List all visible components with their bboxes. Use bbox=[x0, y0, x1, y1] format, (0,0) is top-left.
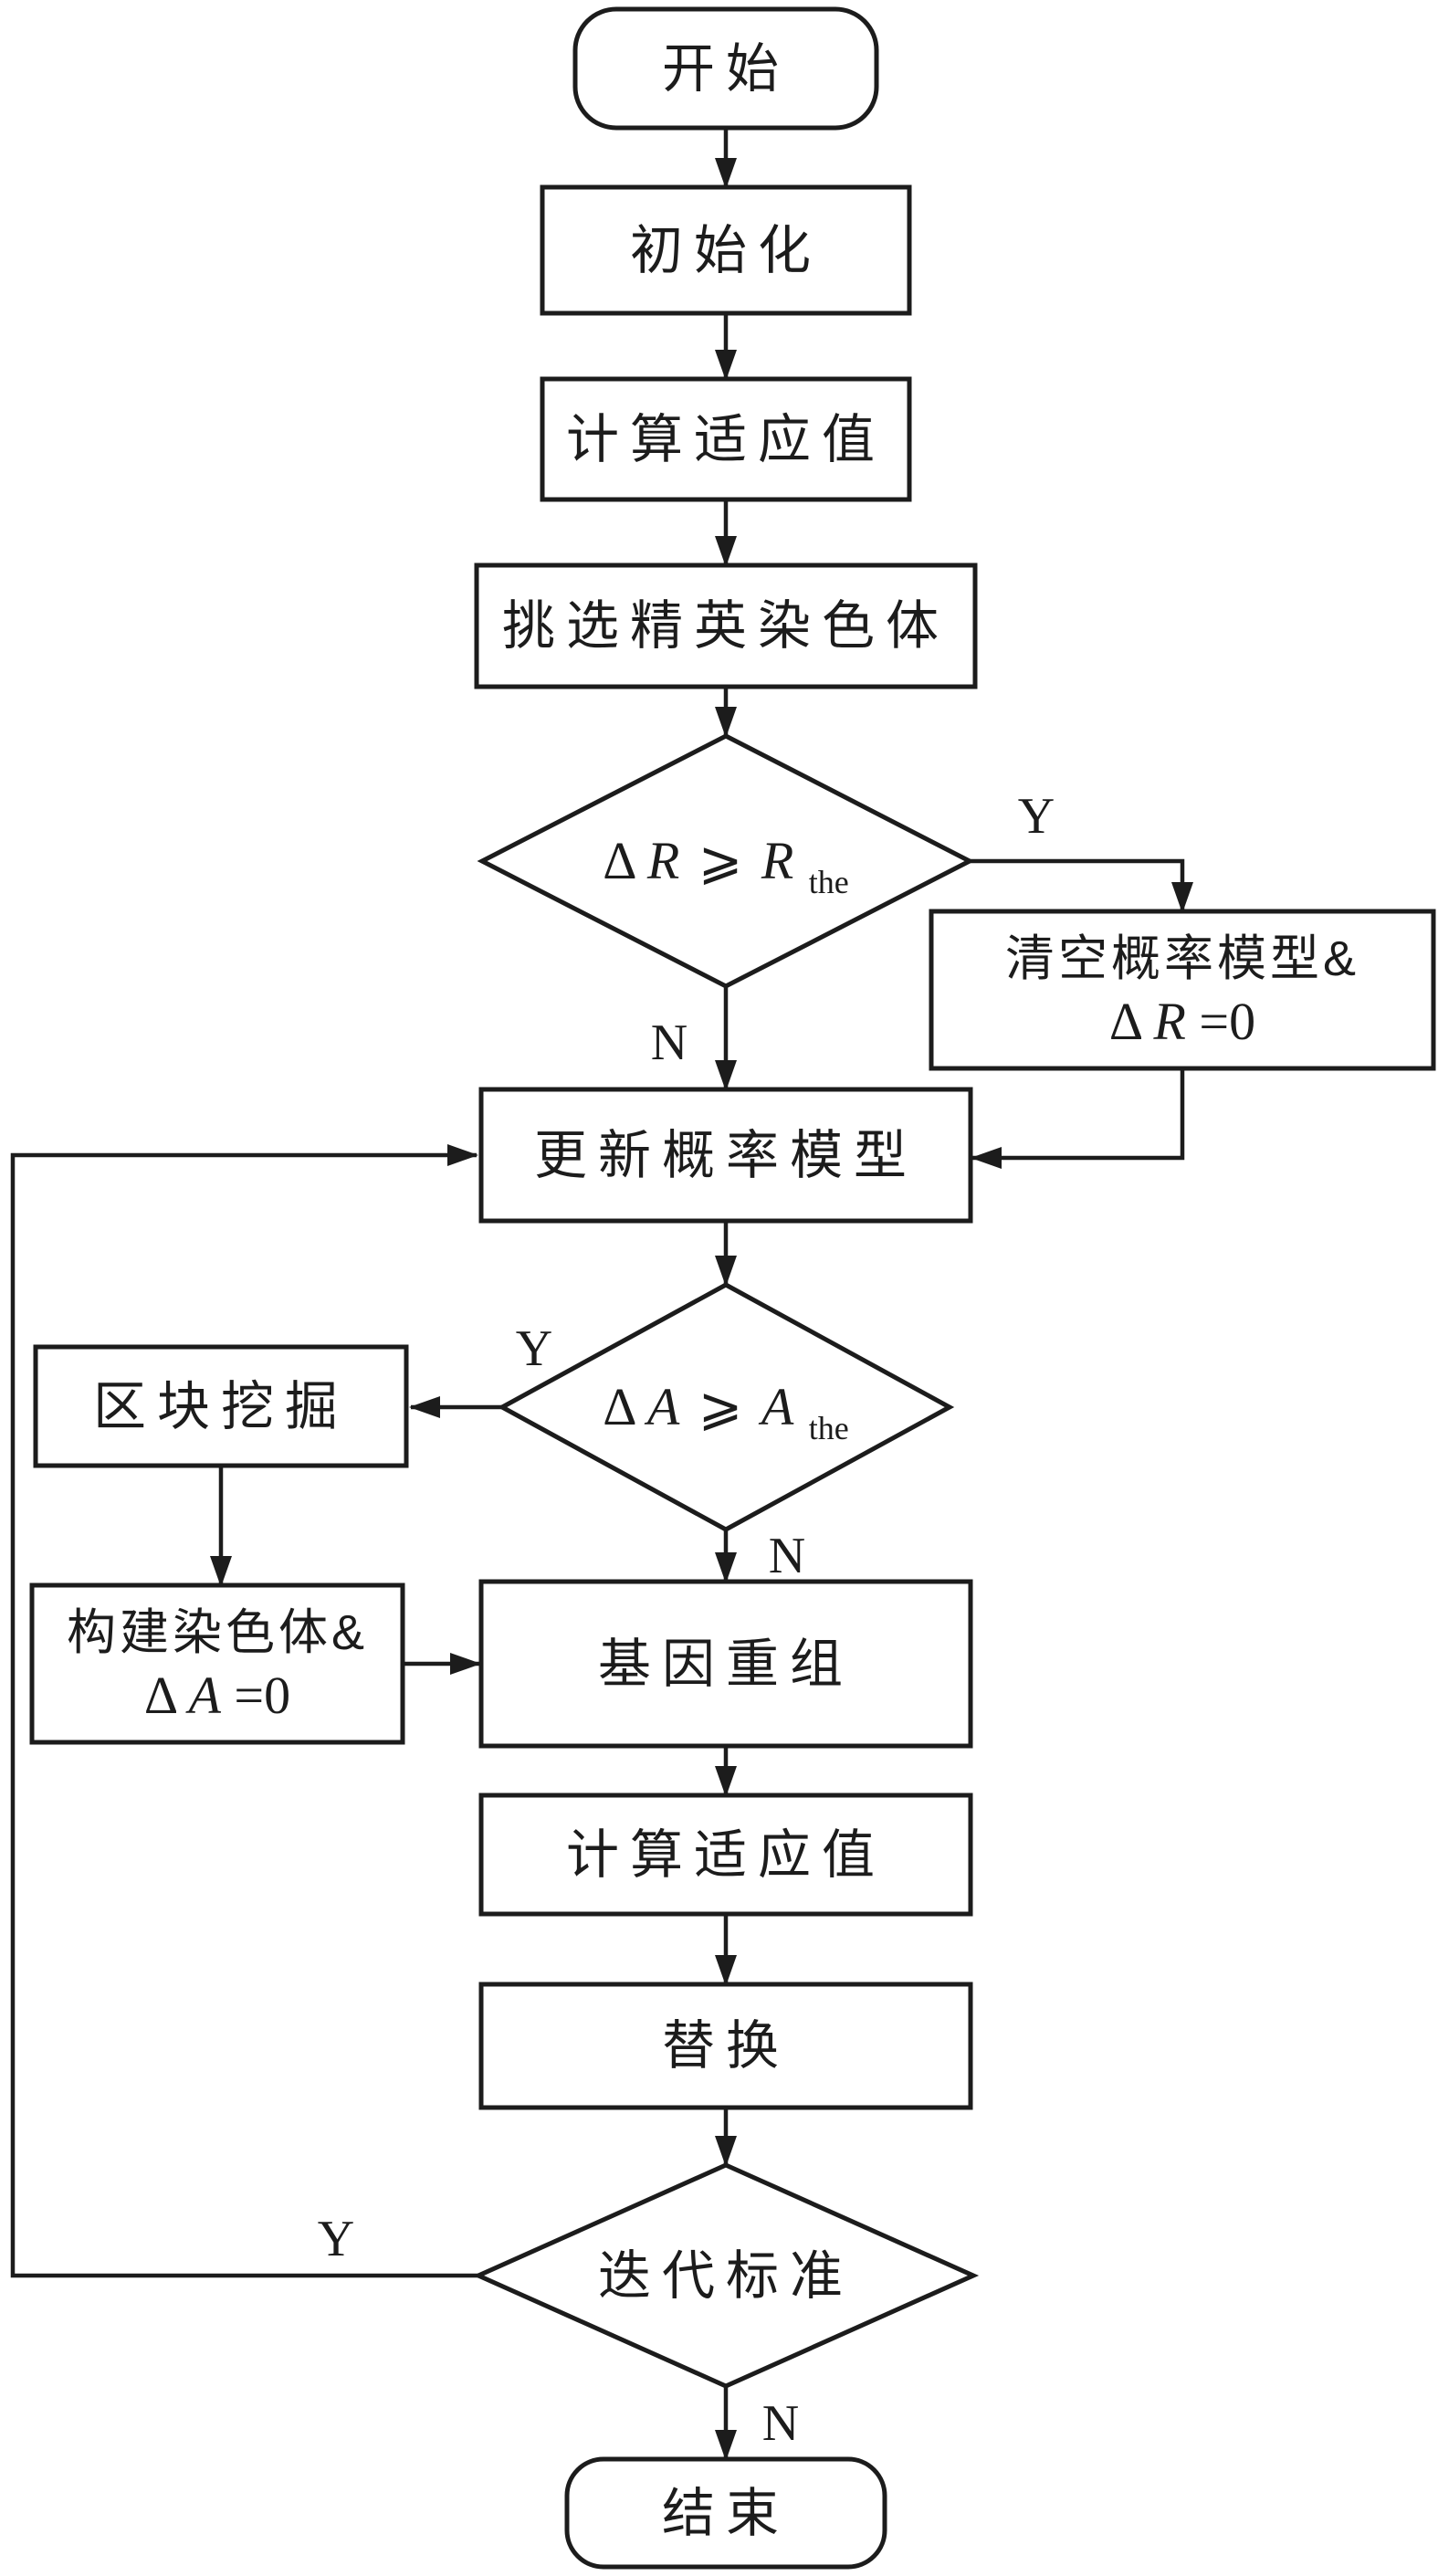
branch-labels: Y N Y N Y N bbox=[318, 788, 1055, 2452]
decision-r-label: Δ R ⩾ R the bbox=[603, 829, 849, 900]
replace-box-shape bbox=[478, 1982, 973, 2110]
decision-a-yes-label: Y bbox=[516, 1320, 552, 1377]
block-mining-label: 区块挖掘 bbox=[93, 1377, 349, 1436]
edge-decision-iter-yes-to-update bbox=[10, 1144, 478, 2278]
fitness1-label: 计算适应值 bbox=[566, 410, 886, 469]
end-label: 结束 bbox=[662, 2484, 790, 2543]
node-decision-iter: 迭代标准 bbox=[472, 2162, 980, 2389]
decision-a-diamond-shape bbox=[497, 1282, 955, 1532]
clear-model-eq-zero: =0 bbox=[1199, 992, 1255, 1051]
geq-operator: ⩾ bbox=[698, 829, 743, 891]
edge-clear-to-update bbox=[971, 1068, 1185, 1169]
node-elite: 挑选精英染色体 bbox=[474, 563, 978, 689]
build-chromosome-box-shape bbox=[29, 1582, 405, 1745]
build-chromosome-line1: 构建染色体& bbox=[67, 1605, 368, 1660]
decision-r-delta: Δ bbox=[603, 831, 635, 890]
decision-r-rhs: R bbox=[761, 831, 793, 890]
edges bbox=[10, 128, 1193, 2461]
init-label: 初始化 bbox=[630, 221, 822, 280]
decision-a-rhs: A bbox=[758, 1377, 794, 1436]
build-chromosome-eq-zero: =0 bbox=[234, 1666, 290, 1725]
node-fitness2: 计算适应值 bbox=[478, 1793, 973, 1917]
start-terminator-shape bbox=[572, 6, 879, 131]
node-start: 开始 bbox=[572, 6, 879, 131]
node-end: 结束 bbox=[564, 2456, 887, 2570]
decision-r-rhs-subscript: the bbox=[809, 864, 849, 900]
decision-r-no-label: N bbox=[651, 1015, 688, 1071]
start-label: 开始 bbox=[662, 39, 790, 99]
edge-decision-r-yes-to-clear bbox=[970, 858, 1193, 913]
decision-r-diamond-shape bbox=[477, 733, 975, 989]
recombination-label: 基因重组 bbox=[598, 1635, 854, 1694]
build-chromosome-line2: Δ A =0 bbox=[144, 1666, 290, 1725]
node-init: 初始化 bbox=[540, 184, 912, 316]
clear-model-line1: 清空概率模型& bbox=[1005, 931, 1359, 986]
clear-model-line2: Δ R =0 bbox=[1109, 992, 1255, 1051]
build-chromosome-var: A bbox=[184, 1666, 221, 1725]
node-clear-model: 清空概率模型& Δ R =0 bbox=[929, 909, 1436, 1071]
node-fitness1: 计算适应值 bbox=[540, 376, 912, 502]
decision-a-label: Δ A ⩾ A the bbox=[603, 1375, 849, 1446]
elite-box-shape bbox=[474, 563, 978, 689]
geq-operator: ⩾ bbox=[698, 1375, 743, 1437]
node-decision-a: Δ A ⩾ A the bbox=[497, 1282, 955, 1532]
decision-a-no-label: N bbox=[769, 1528, 805, 1584]
end-terminator-shape bbox=[564, 2456, 887, 2570]
update-model-label: 更新概率模型 bbox=[534, 1126, 918, 1185]
decision-iter-label: 迭代标准 bbox=[598, 2246, 854, 2306]
fitness2-box-shape bbox=[478, 1793, 973, 1917]
replace-label: 替换 bbox=[662, 2016, 790, 2076]
node-recombination: 基因重组 bbox=[478, 1579, 973, 1749]
decision-a-rhs-subscript: the bbox=[809, 1410, 849, 1446]
decision-r-lhs: R bbox=[646, 831, 679, 890]
clear-model-delta: Δ bbox=[1109, 992, 1142, 1051]
fitness1-box-shape bbox=[540, 376, 912, 502]
node-block-mining: 区块挖掘 bbox=[33, 1344, 409, 1468]
node-decision-r: Δ R ⩾ R the bbox=[477, 733, 975, 989]
node-update-model: 更新概率模型 bbox=[478, 1087, 973, 1224]
decision-iter-yes-label: Y bbox=[318, 2211, 354, 2267]
decision-r-yes-label: Y bbox=[1018, 788, 1055, 845]
block-mining-box-shape bbox=[33, 1344, 409, 1468]
decision-a-delta: Δ bbox=[603, 1377, 635, 1436]
decision-iter-diamond-shape bbox=[472, 2162, 980, 2389]
clear-model-var: R bbox=[1152, 992, 1185, 1051]
node-build-chromosome: 构建染色体& Δ A =0 bbox=[29, 1582, 405, 1745]
build-chromosome-delta: Δ bbox=[144, 1666, 177, 1725]
clear-model-box-shape bbox=[929, 909, 1436, 1071]
update-model-box-shape bbox=[478, 1087, 973, 1224]
init-box-shape bbox=[540, 184, 912, 316]
recombination-box-shape bbox=[478, 1579, 973, 1749]
decision-iter-no-label: N bbox=[762, 2395, 799, 2452]
fitness2-label: 计算适应值 bbox=[566, 1825, 886, 1885]
node-replace: 替换 bbox=[478, 1982, 973, 2110]
elite-label: 挑选精英染色体 bbox=[502, 596, 950, 656]
decision-a-lhs: A bbox=[644, 1377, 680, 1436]
